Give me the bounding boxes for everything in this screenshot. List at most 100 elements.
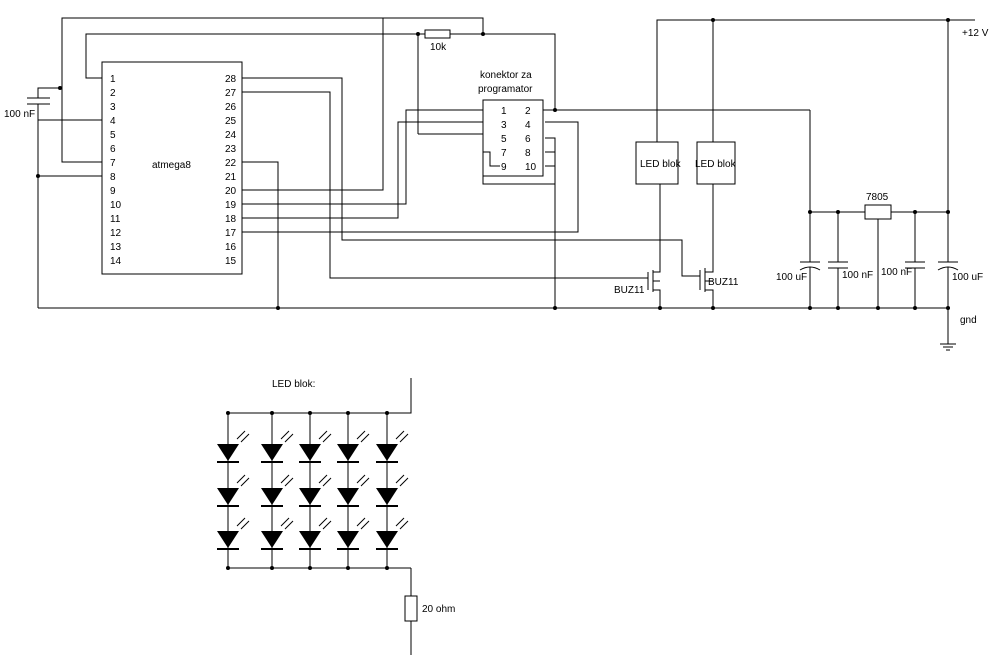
mcu-pin-label: 15 bbox=[225, 256, 237, 267]
mcu-pin-label: 21 bbox=[225, 172, 237, 183]
mosfet-1-label: BUZ11 bbox=[614, 285, 645, 296]
resistor-10k-label: 10k bbox=[430, 42, 447, 53]
mcu-pin-label: 17 bbox=[225, 228, 237, 239]
led-diode bbox=[261, 488, 283, 505]
resistor-10k bbox=[424, 29, 451, 39]
capacitor-c2-100nf bbox=[828, 212, 848, 308]
led-light-arrow bbox=[236, 517, 246, 527]
mcu-pin-label: 11 bbox=[110, 214, 121, 225]
mcu-pin-label: 2 bbox=[110, 88, 116, 99]
led-diode bbox=[261, 444, 283, 461]
mosfet-2-label: BUZ11 bbox=[708, 277, 739, 288]
mcu-pin-label: 5 bbox=[110, 130, 116, 141]
mosfet-2 bbox=[699, 266, 714, 308]
connector-pin-label: 3 bbox=[501, 120, 507, 131]
led-light-arrow bbox=[236, 430, 246, 440]
led-light-arrow bbox=[280, 517, 290, 527]
resistor-20ohm-label: 20 ohm bbox=[422, 604, 455, 615]
connector-pin-label: 8 bbox=[525, 148, 531, 159]
led-diode bbox=[217, 488, 239, 505]
cap-c1-label: 100 uF bbox=[776, 272, 807, 283]
resistor-20ohm bbox=[404, 595, 418, 622]
mcu-pin-label: 1 bbox=[110, 74, 116, 85]
mcu-pin-label: 20 bbox=[225, 186, 237, 197]
led-light-arrow bbox=[318, 474, 328, 484]
mcu-pin-label: 19 bbox=[225, 200, 237, 211]
led-diode bbox=[217, 531, 239, 548]
led-diode bbox=[376, 531, 398, 548]
wire-junction-dots bbox=[36, 18, 950, 310]
mcu-pin-label: 18 bbox=[225, 214, 237, 225]
mcu-pin-label: 12 bbox=[110, 228, 122, 239]
led-diode bbox=[261, 531, 283, 548]
mcu-pin-label: 10 bbox=[110, 200, 122, 211]
mcu-right-wiring bbox=[242, 18, 700, 308]
ground-symbol bbox=[940, 308, 956, 351]
led-diode bbox=[376, 488, 398, 505]
led-diode bbox=[217, 444, 239, 461]
regulator-label: 7805 bbox=[866, 192, 889, 203]
mcu-wiring bbox=[27, 17, 950, 309]
connector-wiring bbox=[482, 109, 811, 308]
mcu-pin-label: 4 bbox=[110, 116, 116, 127]
led-block-2-label: LED blok bbox=[695, 159, 737, 170]
led-diode bbox=[337, 531, 359, 548]
led-light-arrow bbox=[280, 430, 290, 440]
mcu-pin-label: 7 bbox=[110, 158, 116, 169]
supply-label: +12 V bbox=[962, 28, 989, 39]
mcu-pin-label: 16 bbox=[225, 242, 237, 253]
cap-c3-label: 100 nF bbox=[881, 267, 912, 278]
led-light-arrow bbox=[356, 474, 366, 484]
connector-pin-label: 2 bbox=[525, 106, 531, 117]
gnd-label: gnd bbox=[960, 315, 977, 326]
capacitor-c1-100uf bbox=[799, 212, 821, 308]
programmer-connector bbox=[482, 99, 544, 177]
mcu-pin-label: 13 bbox=[110, 242, 122, 253]
led-diode bbox=[337, 444, 359, 461]
led-light-arrow bbox=[236, 474, 246, 484]
led-diode bbox=[337, 488, 359, 505]
cap-c4-label: 100 uF bbox=[952, 272, 983, 283]
led-light-arrow bbox=[356, 517, 366, 527]
mcu-pin-label: 23 bbox=[225, 144, 237, 155]
connector-title-1: konektor za bbox=[480, 70, 532, 81]
led-matrix-wiring bbox=[228, 378, 412, 655]
connector-title-2: programator bbox=[478, 84, 533, 95]
regulator-7805 bbox=[864, 204, 892, 220]
mcu-name: atmega8 bbox=[152, 160, 191, 171]
led-light-arrow bbox=[318, 430, 328, 440]
capacitor-c3-100nf bbox=[905, 212, 925, 308]
mcu-pin-label: 28 bbox=[225, 74, 237, 85]
mcu-pin-label: 25 bbox=[225, 116, 237, 127]
connector-pin-label: 9 bbox=[501, 162, 507, 173]
led-diode bbox=[299, 488, 321, 505]
mcu-pin-label: 9 bbox=[110, 186, 116, 197]
connector-pin-label: 4 bbox=[525, 120, 531, 131]
led-diode bbox=[299, 444, 321, 461]
cap-100nf-label: 100 nF bbox=[4, 109, 35, 120]
mcu-pin-label: 24 bbox=[225, 130, 237, 141]
led-light-arrow bbox=[356, 430, 366, 440]
led-matrix bbox=[217, 411, 409, 570]
led-light-arrow bbox=[395, 474, 405, 484]
atmega8-chip bbox=[101, 61, 243, 275]
led-light-arrow bbox=[395, 517, 405, 527]
mcu-pin-label: 14 bbox=[110, 256, 122, 267]
connector-pin-label: 5 bbox=[501, 134, 507, 145]
mcu-pin-label: 26 bbox=[225, 102, 237, 113]
mcu-pin-label: 3 bbox=[110, 102, 116, 113]
connector-pin-label: 6 bbox=[525, 134, 531, 145]
supply-wiring bbox=[656, 19, 975, 266]
capacitor-c4-100uf bbox=[937, 212, 959, 308]
led-block-2 bbox=[696, 141, 736, 185]
led-detail-title: LED blok: bbox=[272, 379, 315, 390]
mcu-pin-label: 22 bbox=[225, 158, 237, 169]
mcu-pin-label: 6 bbox=[110, 144, 116, 155]
led-light-arrow bbox=[395, 430, 405, 440]
cap-c2-label: 100 nF bbox=[842, 270, 873, 281]
regulator-wiring bbox=[810, 211, 948, 308]
